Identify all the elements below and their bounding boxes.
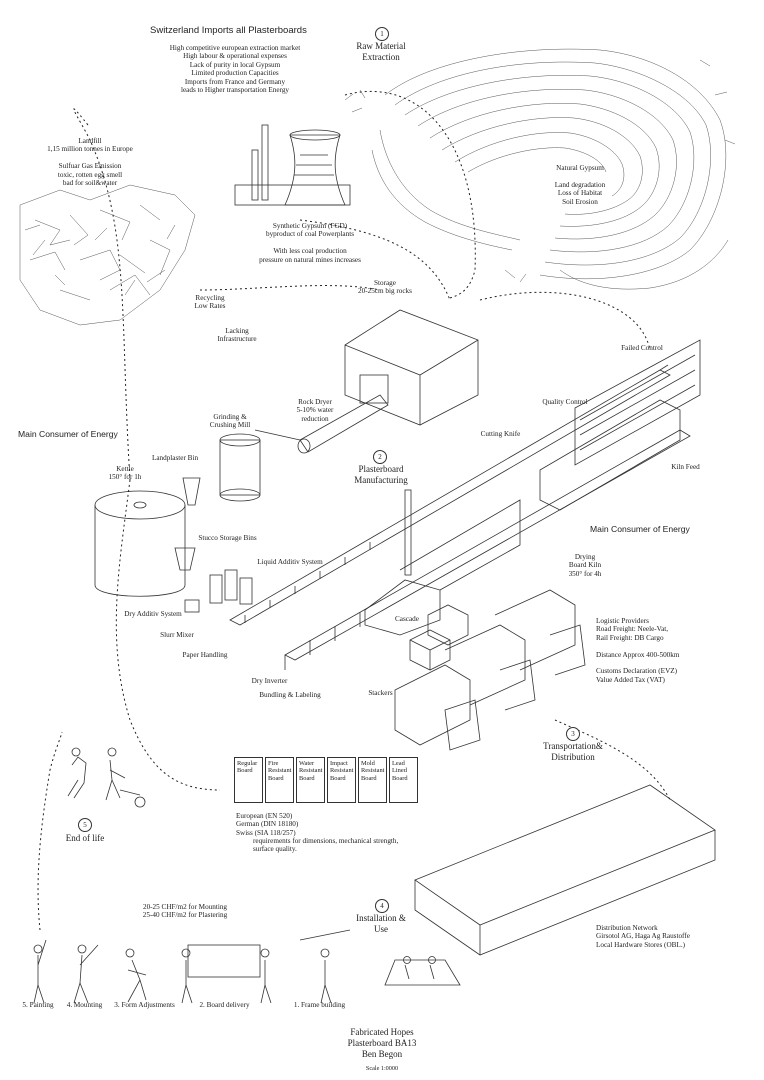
storage-shed-drawing xyxy=(344,309,479,426)
step-board-delivery: 2. Board delivery xyxy=(199,1001,250,1009)
cascade-label: Cascade xyxy=(395,615,419,623)
flow-lines xyxy=(37,90,671,931)
rock-dryer-drawing xyxy=(254,394,389,454)
cost-note: 20-25 CHF/m2 for Mounting 25-40 CHF/m2 f… xyxy=(142,903,228,920)
main-consumer-energy-2: Main Consumer of Energy xyxy=(590,524,690,534)
power-plant-drawing xyxy=(234,124,351,206)
stage-5-title: End of life xyxy=(65,833,105,843)
recycling-label: Recycling Low Rates xyxy=(194,294,226,311)
stage-3-title: Transportation& Distribution xyxy=(543,741,603,762)
liquid-additiv-label: Liquid Additiv System xyxy=(257,558,323,566)
kettle-drawing xyxy=(94,490,186,597)
additive-tanks-drawing xyxy=(184,569,253,613)
lacking-label: Lacking Infrastructure xyxy=(217,327,257,344)
diagram-title: Switzerland Imports all Plasterboards xyxy=(150,25,307,36)
board-lead: Lead Lined Board xyxy=(389,757,418,803)
board-mold: Mold Resistant Board xyxy=(358,757,387,803)
board-water: Water Resistant Board xyxy=(296,757,325,803)
stage-2-title: Plasterboard Manufacturing xyxy=(354,464,408,485)
step-form-adjustments: 3. Form Adjustments xyxy=(114,1001,175,1009)
step-mounting: 4. Mounting xyxy=(66,1001,103,1009)
stage-1-marker: 1 xyxy=(375,27,389,41)
board-stacks-drawing xyxy=(409,604,469,671)
production-line-drawing xyxy=(229,339,701,670)
paper-handling-label: Paper Handling xyxy=(182,651,228,659)
stage-4-marker: 4 xyxy=(375,899,389,913)
footer-title: Fabricated Hopes Plasterboard BA13 Ben B… xyxy=(347,1027,417,1059)
storage-label: Storage 20-25cm big rocks xyxy=(358,279,412,296)
bundling-label: Bundling & Labeling xyxy=(259,691,321,699)
requirements-note: requirements for dimensions, mechanical … xyxy=(253,837,399,854)
kiln-feed-label: Kiln Feed xyxy=(671,463,700,471)
kettle-label: Kettle 150° for 1h xyxy=(108,465,142,482)
import-reasons: High competitive european extraction mar… xyxy=(169,44,301,95)
warehouse-drawing xyxy=(414,784,716,956)
quality-control-label: Quality Control xyxy=(542,398,588,406)
grinding-label: Grinding & Crushing Mill xyxy=(209,413,251,430)
stage-2-marker: 2 xyxy=(373,450,387,464)
logistic-note: Logistic Providers Road Freight: Neele-V… xyxy=(596,617,680,684)
landfill-note: Landfill 1,15 million tonnes in Europe S… xyxy=(47,137,133,188)
distribution-note: Distribution Network Girsotol AG, Haga A… xyxy=(596,924,690,949)
stage-1-title: Raw Material Extraction xyxy=(356,41,406,62)
landplaster-label: Landplaster Bin xyxy=(151,454,199,462)
failed-control-label: Failed Control xyxy=(621,344,663,352)
cutting-knife-label: Cutting Knife xyxy=(480,430,521,438)
step-painting: 5. Painting xyxy=(22,1001,54,1009)
rock-dryer-label: Rock Dryer 5-10% water reduction xyxy=(296,398,334,423)
stage-4-title: Installation & Use xyxy=(356,913,406,934)
slurry-mixer-label: Slurr Mixer xyxy=(160,631,194,639)
board-fire: Fire Resistant Board xyxy=(265,757,294,803)
landfill-drawing xyxy=(19,184,196,326)
stage-5-marker: 5 xyxy=(78,818,92,832)
workers-drawing xyxy=(33,747,461,1004)
standards-note: European (EN 520) German (DIN 18180) Swi… xyxy=(236,812,299,837)
trucks-drawing xyxy=(394,589,586,751)
mill-drawing xyxy=(174,433,261,571)
footer-scale: Scale 1:0000 xyxy=(365,1065,399,1072)
stackers-label: Stackers xyxy=(368,689,393,697)
drying-kiln-label: Drying Board Kiln 350° for 4h xyxy=(568,553,602,578)
synthetic-gypsum-note: Synthetic Gypsum (FGD) byproduct of coal… xyxy=(259,222,361,264)
board-impact: Impact Resistant Board xyxy=(327,757,356,803)
stage-3-marker: 3 xyxy=(566,727,580,741)
dry-inverter-label: Dry Inverter xyxy=(251,677,288,685)
dry-additiv-label: Dry Additiv System xyxy=(124,610,182,618)
board-regular: Regular Board xyxy=(234,757,263,803)
stucco-label: Stucco Storage Bins xyxy=(198,534,257,542)
main-consumer-energy-1: Main Consumer of Energy xyxy=(18,429,118,439)
natural-gypsum-note: Natural Gypsum Land degradation Loss of … xyxy=(554,164,606,206)
quarry-drawing xyxy=(344,48,736,290)
step-frame-building: 1. Frame building xyxy=(293,1001,346,1009)
